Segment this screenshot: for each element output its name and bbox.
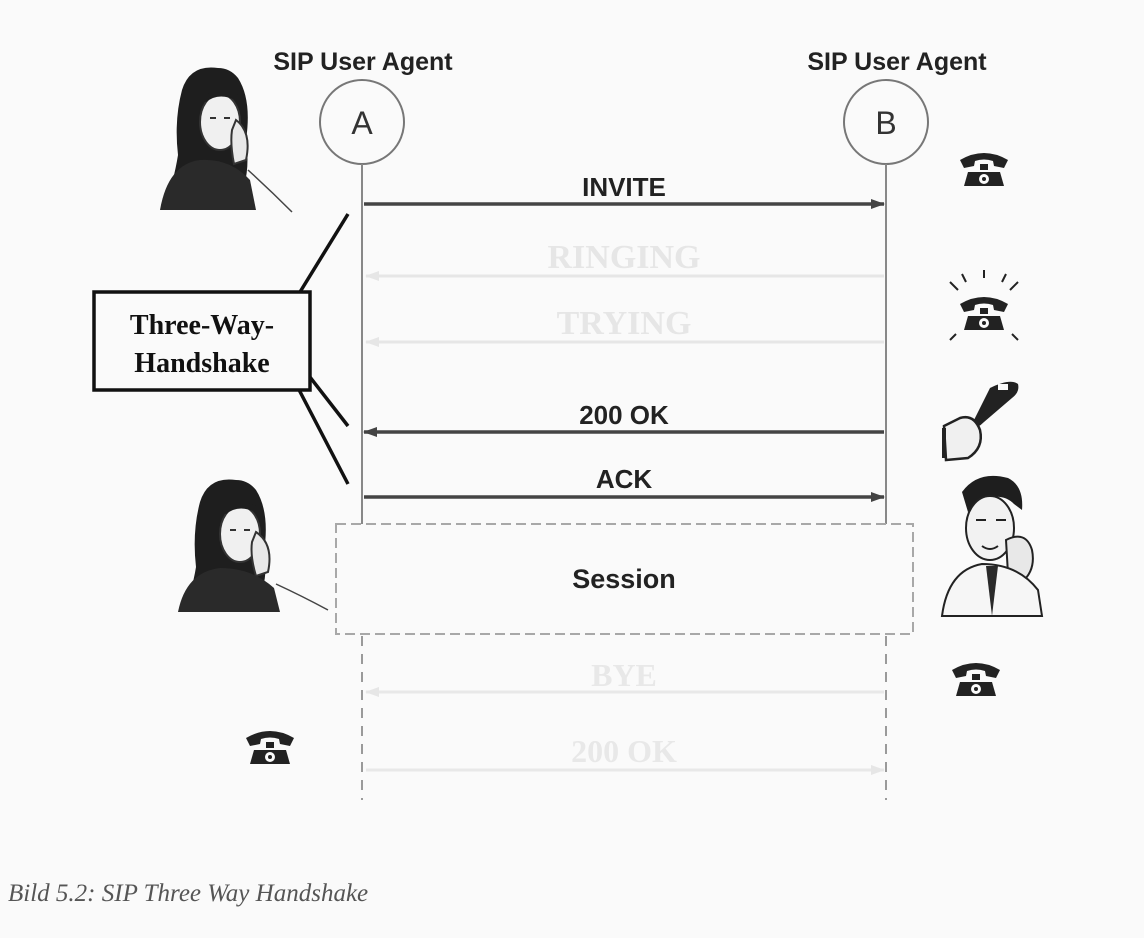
handshake-callout-line2: Handshake xyxy=(134,348,269,379)
telephone-icon xyxy=(246,731,294,764)
invite-label: INVITE xyxy=(582,172,666,202)
agent-b-title: SIP User Agent xyxy=(807,48,987,76)
bye-label-faded: BYE xyxy=(591,657,657,693)
handshake-callout-box xyxy=(92,290,312,392)
trying-label-faded: TRYING xyxy=(557,305,692,342)
ok-label: 200 OK xyxy=(579,400,669,430)
telephone-icon xyxy=(952,663,1000,696)
ringing-label-faded: RINGING xyxy=(547,239,700,276)
ok-bye-label-faded: 200 OK xyxy=(571,733,677,769)
callout-line-ack xyxy=(294,383,350,485)
agent-b-letter: B xyxy=(875,105,896,141)
woman-on-phone-icon xyxy=(160,67,293,213)
callout-line-invite xyxy=(298,213,350,293)
ringing-telephone-icon xyxy=(949,270,1019,341)
man-on-phone-icon xyxy=(940,475,1044,617)
handshake-callout-line1: Three-Way- xyxy=(130,310,274,341)
telephone-icon xyxy=(960,153,1008,186)
agent-a-title: SIP User Agent xyxy=(273,48,453,76)
agent-a-letter: A xyxy=(351,105,373,141)
ack-label: ACK xyxy=(596,464,653,494)
woman-on-phone-icon xyxy=(178,479,329,612)
session-label: Session xyxy=(572,564,676,594)
session-box xyxy=(335,523,914,635)
handset-lift-icon xyxy=(942,381,1019,462)
figure-caption: Bild 5.2: SIP Three Way Handshake xyxy=(8,880,368,907)
callout-line-ok xyxy=(304,370,350,428)
